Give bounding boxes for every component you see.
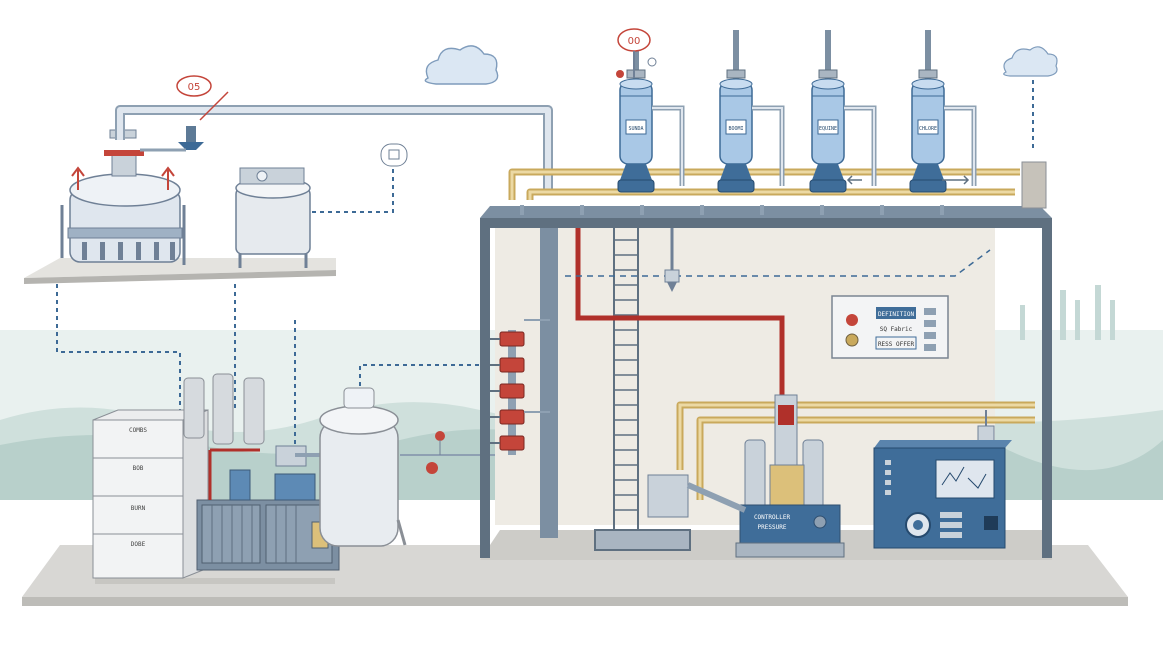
sensor <box>664 228 680 292</box>
valve-indicator <box>616 70 624 78</box>
column-label: EQUINE <box>819 126 837 132</box>
cabinet-label: BURN <box>131 505 146 512</box>
separation-column: EQUINE <box>809 30 877 193</box>
cloud-icon <box>424 45 499 85</box>
pump-label: PRESSURE <box>758 524 787 531</box>
pipe-valve <box>140 126 204 152</box>
ladder <box>594 228 691 551</box>
frame <box>480 161 1052 558</box>
storage-cabinet: COMBS BOB BURN DOBE <box>92 409 209 579</box>
bubble-right-text: 00 <box>628 36 641 47</box>
left-platform <box>24 168 480 445</box>
mixer-tank <box>235 167 311 268</box>
gas-cylinders <box>183 373 265 445</box>
separation-column: SUNDA <box>617 30 685 193</box>
valve-manifold <box>488 319 550 455</box>
dashed-line <box>565 249 991 277</box>
panel-label: DEFINITION <box>878 311 915 318</box>
separation-column: CHLORE <box>909 30 977 193</box>
label-bubble: 05 <box>176 75 212 97</box>
cabinet-label: COMBS <box>129 427 147 434</box>
arrow-left-icon <box>846 175 862 185</box>
reactor-tank <box>60 129 186 265</box>
pump-assembly: CONTROLLER PRESSURE <box>647 394 845 558</box>
cabinet-label: BOB <box>133 465 144 472</box>
cloud-icon <box>1003 46 1058 77</box>
electrical-cabinet <box>873 440 1012 549</box>
separation-column: BOOMI <box>717 30 785 193</box>
panel-label: RESS OFFER <box>878 341 915 348</box>
column-label: BOOMI <box>728 126 743 132</box>
cabinet-label: DOBE <box>131 541 146 548</box>
storage-tank <box>319 387 407 547</box>
pump-label: CONTROLLER <box>754 514 791 521</box>
bubble-left-text: 05 <box>188 82 201 93</box>
dosing-skid <box>196 445 342 571</box>
gauge-icon <box>380 143 408 167</box>
red-pipe <box>575 228 785 400</box>
column-label: CHLORE <box>919 126 937 132</box>
callout-line <box>199 91 229 121</box>
column-group: SUNDA BOOMI EQUINE CHLORE <box>616 30 977 193</box>
panel-label: SQ Fabric <box>880 326 913 333</box>
control-panel: DEFINITION SQ Fabric RESS OFFER <box>831 295 949 359</box>
label-bubble: 00 <box>617 28 657 78</box>
arrow-right-icon <box>942 175 970 185</box>
column-label: SUNDA <box>628 126 643 132</box>
